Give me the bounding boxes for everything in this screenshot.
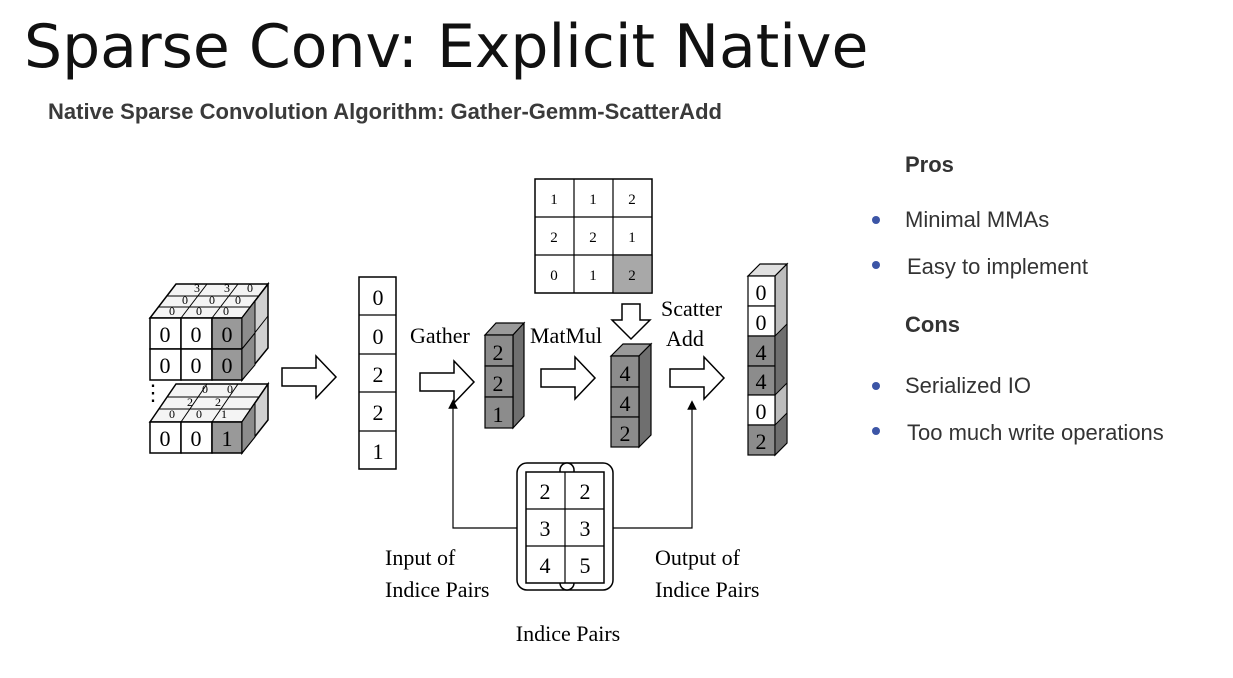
voxel-label: 0 [169, 304, 175, 318]
feature-value: 1 [373, 439, 384, 464]
slide-subtitle: Native Sparse Convolution Algorithm: Gat… [48, 99, 722, 124]
voxel-label: 0 [227, 382, 233, 396]
slide-title: Sparse Conv: Explicit Native [24, 12, 869, 82]
feature-value: 0 [373, 324, 384, 349]
voxel-label: 0 [182, 293, 188, 307]
weight-value: 2 [628, 268, 636, 284]
voxel-label: 0 [160, 353, 171, 378]
voxel-label: 0 [191, 322, 202, 347]
feature-value: 2 [373, 400, 384, 425]
bullet-icon [872, 382, 880, 390]
gathered-stack: 2 2 1 [483, 321, 526, 430]
pros-item: Minimal MMAs [905, 207, 1050, 232]
output-feature-stack: 0 0 4 4 0 2 [746, 262, 789, 457]
pair-output-value: 2 [580, 479, 591, 504]
cons-item: Serialized IO [905, 373, 1031, 398]
voxel-label: 1 [221, 407, 227, 421]
bullet-icon [872, 261, 880, 269]
scatter-connector [612, 400, 697, 529]
cons-item: Too much write operations [907, 420, 1164, 445]
hollow-arrow-icon [540, 355, 597, 401]
weight-value: 2 [628, 192, 636, 208]
output-pairs-label: Indice Pairs [655, 577, 759, 602]
result-value: 2 [620, 421, 631, 446]
add-label: Add [666, 326, 704, 351]
indice-pairs-caption: Indice Pairs [516, 621, 620, 646]
gathered-value: 2 [493, 340, 504, 365]
weight-value: 1 [589, 192, 597, 208]
pair-output-value: 5 [580, 553, 591, 578]
weight-value: 2 [550, 230, 558, 246]
down-arrow-icon [610, 303, 652, 341]
feature-value: 0 [373, 285, 384, 310]
ellipsis: ⋮ [142, 380, 164, 405]
voxel-label: 3 [194, 281, 200, 295]
voxel-label: 3 [224, 281, 230, 295]
voxel-label: 0 [202, 382, 208, 396]
bullet-icon [872, 427, 880, 435]
voxel-label: 0 [169, 407, 175, 421]
pair-input-value: 4 [540, 553, 551, 578]
input-feature-column: 0 0 2 2 1 [358, 276, 397, 470]
voxel-label: 0 [160, 322, 171, 347]
scatter-label: Scatter [661, 296, 723, 321]
voxel-label: 0 [160, 426, 171, 451]
voxel-label: 0 [191, 426, 202, 451]
voxel-label: 2 [215, 395, 221, 409]
input-voxel-grid: 3 3 0 0 0 0 0 0 0 0 0 0 0 0 0 ⋮ 0 0 2 2 … [142, 281, 270, 456]
output-value: 0 [756, 280, 767, 305]
voxel-label: 0 [191, 353, 202, 378]
pair-output-value: 3 [580, 516, 591, 541]
voxel-label: 0 [196, 407, 202, 421]
input-pairs-label: Indice Pairs [385, 577, 489, 602]
pair-input-value: 2 [540, 479, 551, 504]
pros-heading: Pros [905, 152, 954, 177]
pros-item: Easy to implement [907, 254, 1088, 279]
voxel-label: 0 [223, 304, 229, 318]
voxel-label: 0 [222, 322, 233, 347]
input-pairs-label: Input of [385, 545, 456, 570]
weight-matrix: 1 1 2 2 2 1 0 1 2 [534, 178, 653, 294]
voxel-label: 0 [222, 353, 233, 378]
output-value: 2 [756, 429, 767, 454]
result-value: 4 [620, 361, 631, 386]
gather-connector [448, 399, 519, 529]
gathered-value: 2 [493, 371, 504, 396]
cons-heading: Cons [905, 312, 960, 337]
weight-value: 1 [589, 268, 597, 284]
voxel-label: 0 [196, 304, 202, 318]
output-value: 4 [756, 340, 767, 365]
hollow-arrow-icon [419, 359, 476, 405]
indice-pairs-table: 2 3 4 2 3 5 [516, 462, 614, 591]
output-pairs-label: Output of [655, 545, 741, 570]
voxel-label: 0 [247, 281, 253, 295]
hollow-arrow-icon [281, 354, 338, 400]
bullet-icon [872, 216, 880, 224]
voxel-label: 0 [209, 293, 215, 307]
matmul-label: MatMul [530, 323, 602, 348]
output-value: 0 [756, 310, 767, 335]
output-value: 0 [756, 399, 767, 424]
matmul-result-stack: 4 4 2 [609, 342, 653, 449]
voxel-label: 2 [187, 395, 193, 409]
gather-label: Gather [410, 323, 471, 348]
result-value: 4 [620, 391, 631, 416]
voxel-label: 1 [222, 426, 233, 451]
weight-value: 2 [589, 230, 597, 246]
feature-value: 2 [373, 362, 384, 387]
voxel-label: 0 [235, 293, 241, 307]
weight-value: 1 [628, 230, 636, 246]
output-value: 4 [756, 369, 767, 394]
gathered-value: 1 [493, 402, 504, 427]
hollow-arrow-icon [669, 355, 726, 401]
weight-value: 0 [550, 268, 558, 284]
pair-input-value: 3 [540, 516, 551, 541]
weight-value: 1 [550, 192, 558, 208]
